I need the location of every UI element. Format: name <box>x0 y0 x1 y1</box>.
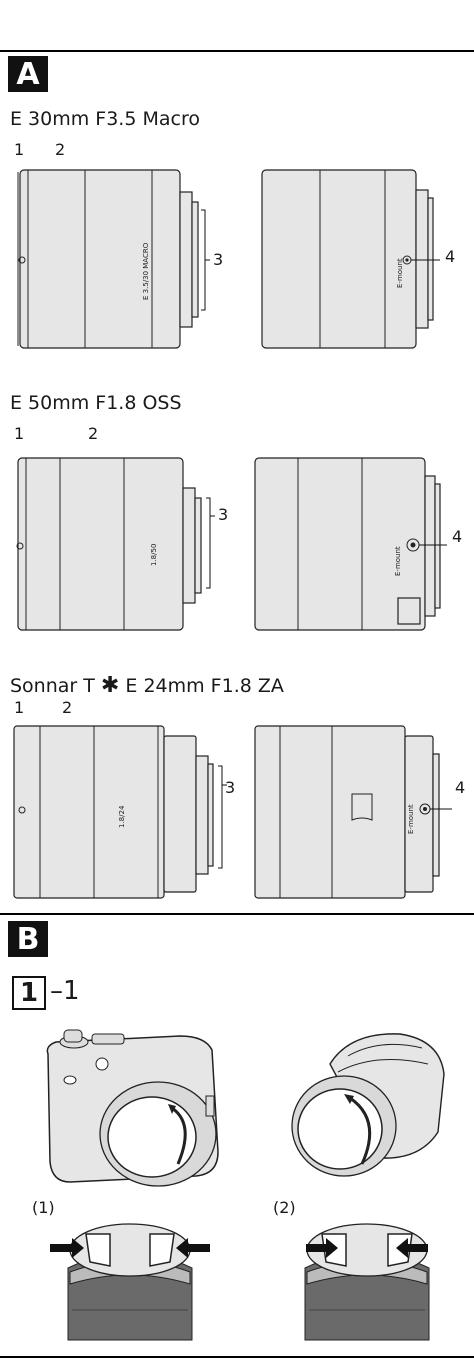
lens-3-engraving: 1.8/24 <box>118 805 126 828</box>
lens-1-drawing: E 3.5/30 MACRO E-mount <box>17 169 440 349</box>
callout-3: 3 <box>218 505 229 524</box>
lens-3-mount-view: E-mount <box>254 725 452 899</box>
callout-1: 1 <box>14 424 25 443</box>
camera-body-illustration <box>46 1029 219 1187</box>
lens-1-engraving: E 3.5/30 MACRO <box>142 242 150 300</box>
callout-1: 1 <box>14 698 25 717</box>
lens-rear-cap-illustration <box>291 1033 445 1177</box>
lens-2-side-view: 1.8/50 <box>16 457 215 631</box>
callout-3: 3 <box>213 250 224 269</box>
lens-front-cap-pinch-1 <box>50 1223 210 1341</box>
camera-and-lens-illustration <box>46 1029 445 1187</box>
lens-1-side-view: E 3.5/30 MACRO <box>17 169 210 349</box>
lens-3-drawing: 1.8/24 E-mount <box>13 725 452 899</box>
callout-3: 3 <box>225 778 236 797</box>
step-number-box: 1 <box>12 976 46 1010</box>
lens-1-mount-view: E-mount <box>261 169 440 349</box>
top-rule <box>0 50 474 52</box>
callout-4: 4 <box>455 778 466 797</box>
lens-2-title: E 50mm F1.8 OSS <box>10 392 182 414</box>
lens-hood-illustrations <box>50 1223 430 1341</box>
callout-2: 2 <box>88 424 99 443</box>
lens-3-title-prefix: Sonnar T <box>10 675 95 697</box>
callout-2: 2 <box>62 698 73 717</box>
lens-2-drawing: 1.8/50 E-mount <box>16 457 447 631</box>
lens-front-cap-pinch-2 <box>304 1223 430 1341</box>
lens-1-mount-text: E-mount <box>396 258 404 288</box>
lens-3-side-view: 1.8/24 <box>13 725 227 899</box>
bottom-rule <box>0 1356 474 1358</box>
lens-2-engraving: 1.8/50 <box>150 544 158 566</box>
middle-rule <box>0 913 474 915</box>
lens-3-mount-text: E-mount <box>407 804 415 834</box>
callout-1: 1 <box>14 140 25 159</box>
lens-1-title: E 30mm F3.5 Macro <box>10 108 200 130</box>
callout-2: 2 <box>55 140 66 159</box>
lens-3-title-suffix: E 24mm F1.8 ZA <box>125 675 284 697</box>
sub-label-2: (2) <box>273 1198 296 1217</box>
callout-4: 4 <box>445 247 456 266</box>
callout-4: 4 <box>452 527 463 546</box>
lens-2-mount-text: E-mount <box>394 546 402 576</box>
step-suffix: –1 <box>50 976 80 1006</box>
sub-label-1: (1) <box>32 1198 55 1217</box>
section-b-badge: B <box>8 921 48 957</box>
lens-2-mount-view: E-mount <box>254 457 447 631</box>
star-icon: ✱ <box>100 673 120 698</box>
section-a-badge: A <box>8 56 48 92</box>
lens-3-title: Sonnar T ✱ E 24mm F1.8 ZA <box>10 673 284 698</box>
